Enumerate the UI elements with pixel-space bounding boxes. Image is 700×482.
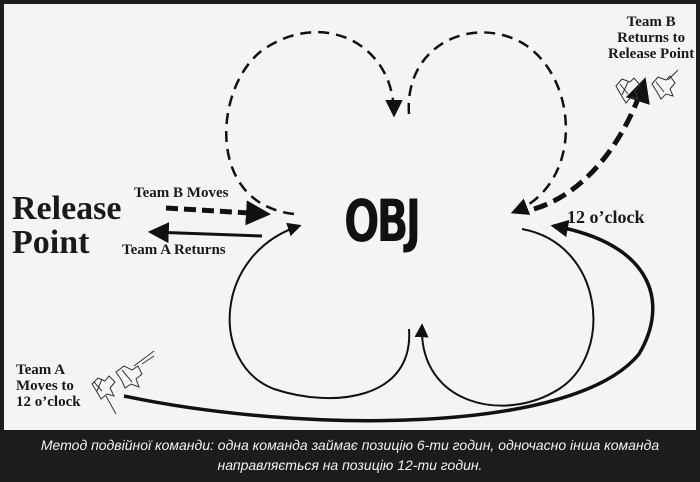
team-a-soldiers-icon [91, 350, 155, 415]
team-b-moves-label: Team B Moves [134, 185, 229, 201]
diagram-canvas [91, 30, 679, 423]
team-b-returns-arrow [533, 77, 650, 212]
caption-text: Метод подвійної команди: одна команда за… [40, 437, 660, 473]
team-b-moves-arrow [165, 200, 271, 226]
team-a-moves-arrow [123, 219, 655, 423]
upper-right-dashed-loop [407, 31, 568, 215]
release-point-label: Release Point [12, 190, 122, 261]
team-b-soldiers-icon [615, 69, 679, 104]
objective-label: OBJ [344, 187, 421, 255]
diagram-area: OBJ Release Point Team B Moves Team A Re… [4, 4, 696, 430]
team-b-returns-label: Team B Returns to Release Point [608, 14, 695, 63]
twelve-oclock-label: 12 o’clock [567, 207, 645, 227]
lower-right-solid-loop [414, 228, 595, 407]
lower-left-solid-loop [228, 222, 411, 400]
team-a-returns-label: Team A Returns [122, 242, 226, 258]
team-a-returns-arrow [147, 222, 263, 244]
caption-bar: Метод подвійної команди: одна команда за… [0, 430, 700, 482]
team-a-moves-label: Team A Moves to 12 o’clock [16, 362, 81, 411]
upper-left-dashed-loop [224, 30, 403, 216]
